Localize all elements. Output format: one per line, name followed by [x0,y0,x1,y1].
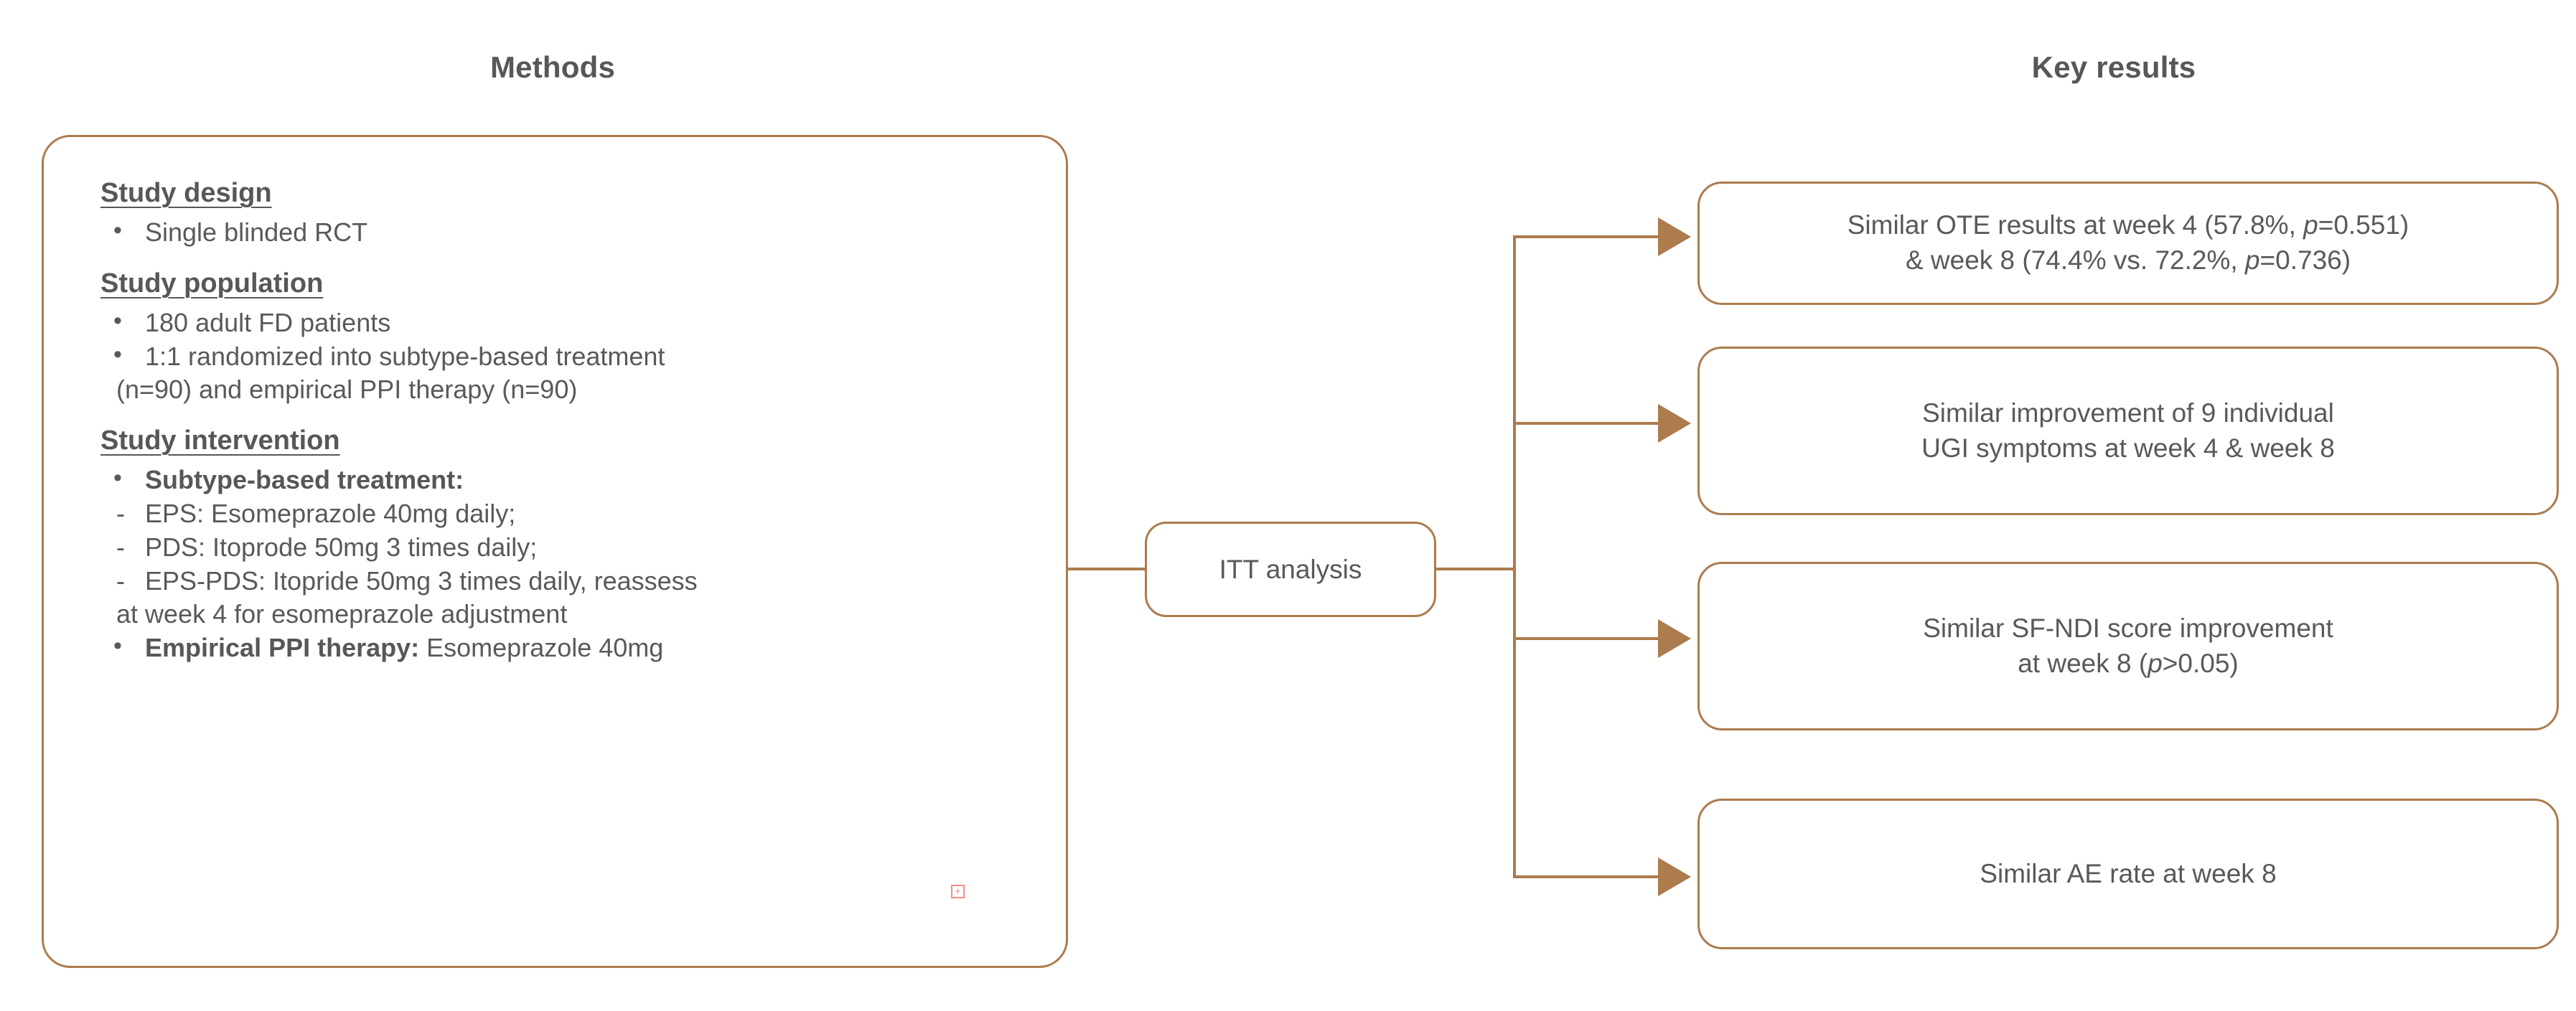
result-text: Similar improvement of 9 individual UGI … [1921,396,2335,466]
connector-branch-1 [1514,235,1658,238]
list-item: PDS: Itoprode 50mg 3 times daily; [100,531,1055,565]
section-heading-study-population: Study population [100,268,324,298]
result-line-2-post: =0.736) [2259,245,2351,275]
list-item-bold-label: Empirical PPI therapy: [145,633,420,663]
list-item: 1:1 randomized into subtype-based treatm… [100,339,1055,374]
key-results-column-title: Key results [2031,50,2196,84]
section-heading-wrap: Study intervention [100,425,1055,461]
list-item: Subtype-based treatment: [100,462,1055,497]
connector-vertical-trunk [1513,235,1516,878]
section-heading-study-design: Study design [100,178,272,208]
result-line-1-pre: Similar AE rate at week 8 [1980,858,2277,888]
result-text: Similar AE rate at week 8 [1980,857,2276,892]
result-box-ae-rate: Similar AE rate at week 8 [1697,799,2559,949]
list-item: EPS-PDS: Itopride 50mg 3 times daily, re… [100,565,1055,598]
result-line-1-pre: Similar SF-NDI score improvement [1923,613,2333,643]
list-item: Empirical PPI therapy: Esomeprazole 40mg [100,630,1055,665]
result-box-sf-ndi: Similar SF-NDI score improvement at week… [1697,562,2559,730]
result-line-1-pre: Similar OTE results at week 4 (57.8%, [1847,210,2304,240]
result-line-2-pre: & week 8 (74.4% vs. 72.2%, [1905,245,2245,275]
comment-marker-icon[interactable]: + [951,885,965,898]
methods-content: Study design Single blinded RCT Study po… [100,178,1055,665]
section-heading-wrap: Study population [100,268,1055,304]
section-study-population: Study population 180 adult FD patients 1… [100,268,1055,407]
result-box-ote: Similar OTE results at week 4 (57.8%, p=… [1697,182,2559,305]
result-line-1-italic: p [2303,210,2318,240]
connector-itt-to-trunk [1435,568,1516,570]
result-box-ugi-symptoms: Similar improvement of 9 individual UGI … [1697,347,2559,515]
list-item-text: Esomeprazole 40mg [419,633,664,663]
list-item: EPS: Esomeprazole 40mg daily; [100,497,1055,531]
study-population-list: 180 adult FD patients 1:1 randomized int… [100,305,1055,407]
arrow-head-icon [1658,857,1691,896]
list-item: 180 adult FD patients [100,305,1055,340]
arrow-head-icon [1658,404,1691,443]
itt-analysis-label: ITT analysis [1219,554,1362,584]
result-line-1-pre: Similar improvement of 9 individual [1922,398,2334,428]
section-study-design: Study design Single blinded RCT [100,178,1055,250]
result-text: Similar OTE results at week 4 (57.8%, p=… [1847,208,2409,278]
list-item: Single blinded RCT [100,215,1055,250]
arrow-head-icon [1658,619,1691,658]
connector-branch-3 [1514,637,1658,640]
result-line-2-pre: UGI symptoms at week 4 & week 8 [1921,433,2335,463]
connector-branch-4 [1514,875,1658,878]
result-line-2-italic: p [2244,245,2260,275]
connector-methods-to-itt [1068,568,1146,570]
itt-analysis-node: ITT analysis [1145,522,1436,617]
section-heading-wrap: Study design [100,178,1055,213]
study-design-list: Single blinded RCT [100,215,1055,250]
connector-branch-2 [1514,422,1658,425]
result-line-1-post: =0.551) [2318,210,2409,240]
result-line-2-italic: p [2148,648,2163,678]
arrow-head-icon [1658,217,1691,256]
list-item-continuation: (n=90) and empirical PPI therapy (n=90) [116,375,578,405]
result-line-2-pre: at week 8 ( [2018,648,2148,678]
list-item-bold-label: Subtype-based treatment: [145,465,464,495]
section-study-intervention: Study intervention Subtype-based treatme… [100,425,1055,665]
study-intervention-list: Subtype-based treatment: EPS: Esomeprazo… [100,462,1055,665]
list-item-continuation: at week 4 for esomeprazole adjustment [116,599,568,629]
result-text: Similar SF-NDI score improvement at week… [1923,611,2333,682]
methods-column-title: Methods [490,50,616,84]
section-heading-study-intervention: Study intervention [100,425,340,456]
result-line-2-post: >0.05) [2162,648,2239,678]
